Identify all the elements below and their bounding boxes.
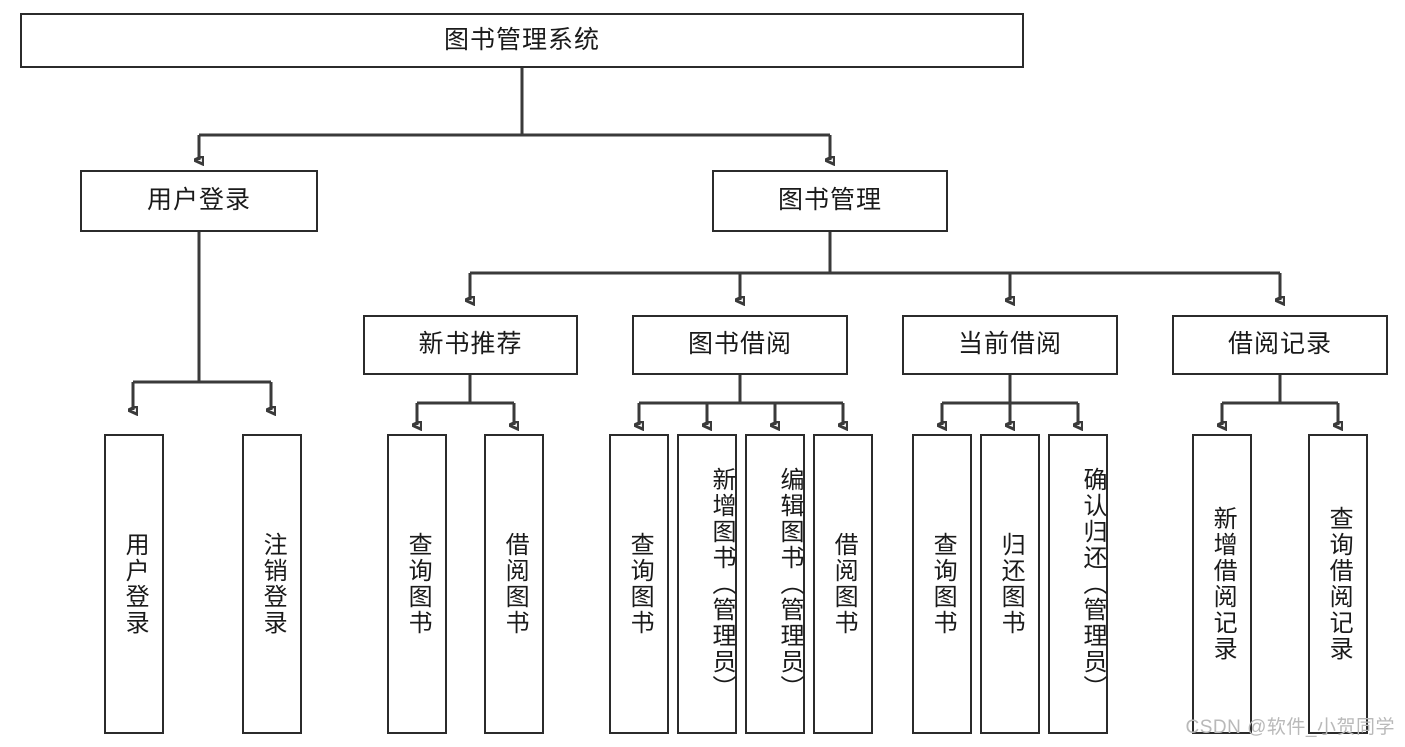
node-label: 用户登录 — [146, 186, 251, 215]
node-label: 图书借阅 — [687, 330, 792, 359]
node-label: 查询图书 — [404, 532, 432, 636]
node-label: 查询借阅记录 — [1325, 506, 1353, 662]
node-label: 确认归还（管理员） — [1079, 467, 1106, 701]
leaf-borrow-query-book[interactable]: 查询图书 — [609, 434, 669, 734]
leaf-borrow-edit-book-admin[interactable]: 编辑图书（管理员） — [745, 434, 805, 734]
watermark-text: CSDN @软件_小贺同学 — [1185, 717, 1395, 738]
node-label: 归还图书 — [997, 532, 1025, 636]
node-user-login[interactable]: 用户登录 — [80, 170, 318, 232]
node-label: 当前借阅 — [957, 330, 1062, 359]
node-label: 新书推荐 — [418, 330, 523, 359]
node-current-borrow[interactable]: 当前借阅 — [902, 315, 1118, 375]
leaf-current-confirm-return-admin[interactable]: 确认归还（管理员） — [1048, 434, 1108, 734]
node-root-book-management-system[interactable]: 图书管理系统 — [20, 13, 1024, 68]
node-label: 图书管理系统 — [443, 25, 600, 54]
leaf-current-query-book[interactable]: 查询图书 — [912, 434, 972, 734]
node-label: 新增图书（管理员） — [708, 467, 735, 701]
node-label: 用户登录 — [121, 532, 149, 636]
node-label: 查询图书 — [929, 532, 957, 636]
leaf-user-login-logout[interactable]: 注销登录 — [242, 434, 302, 734]
leaf-recommend-borrow-book[interactable]: 借阅图书 — [484, 434, 544, 734]
node-label: 编辑图书（管理员） — [776, 467, 803, 701]
node-label: 借阅记录 — [1227, 330, 1332, 359]
leaf-record-add-borrow-record[interactable]: 新增借阅记录 — [1192, 434, 1252, 734]
leaf-user-login-login[interactable]: 用户登录 — [104, 434, 164, 734]
node-label: 注销登录 — [259, 532, 287, 636]
leaf-borrow-add-book-admin[interactable]: 新增图书（管理员） — [677, 434, 737, 734]
leaf-current-return-book[interactable]: 归还图书 — [980, 434, 1040, 734]
node-label: 借阅图书 — [830, 532, 858, 636]
leaf-record-query-borrow-record[interactable]: 查询借阅记录 — [1308, 434, 1368, 734]
node-new-book-recommend[interactable]: 新书推荐 — [363, 315, 578, 375]
node-label: 新增借阅记录 — [1209, 506, 1237, 662]
node-label: 查询图书 — [626, 532, 654, 636]
leaf-borrow-borrow-book[interactable]: 借阅图书 — [813, 434, 873, 734]
node-borrow-record[interactable]: 借阅记录 — [1172, 315, 1388, 375]
node-label: 借阅图书 — [501, 532, 529, 636]
leaf-recommend-query-book[interactable]: 查询图书 — [387, 434, 447, 734]
node-label: 图书管理 — [777, 186, 882, 215]
node-book-borrow[interactable]: 图书借阅 — [632, 315, 848, 375]
node-book-management[interactable]: 图书管理 — [712, 170, 948, 232]
